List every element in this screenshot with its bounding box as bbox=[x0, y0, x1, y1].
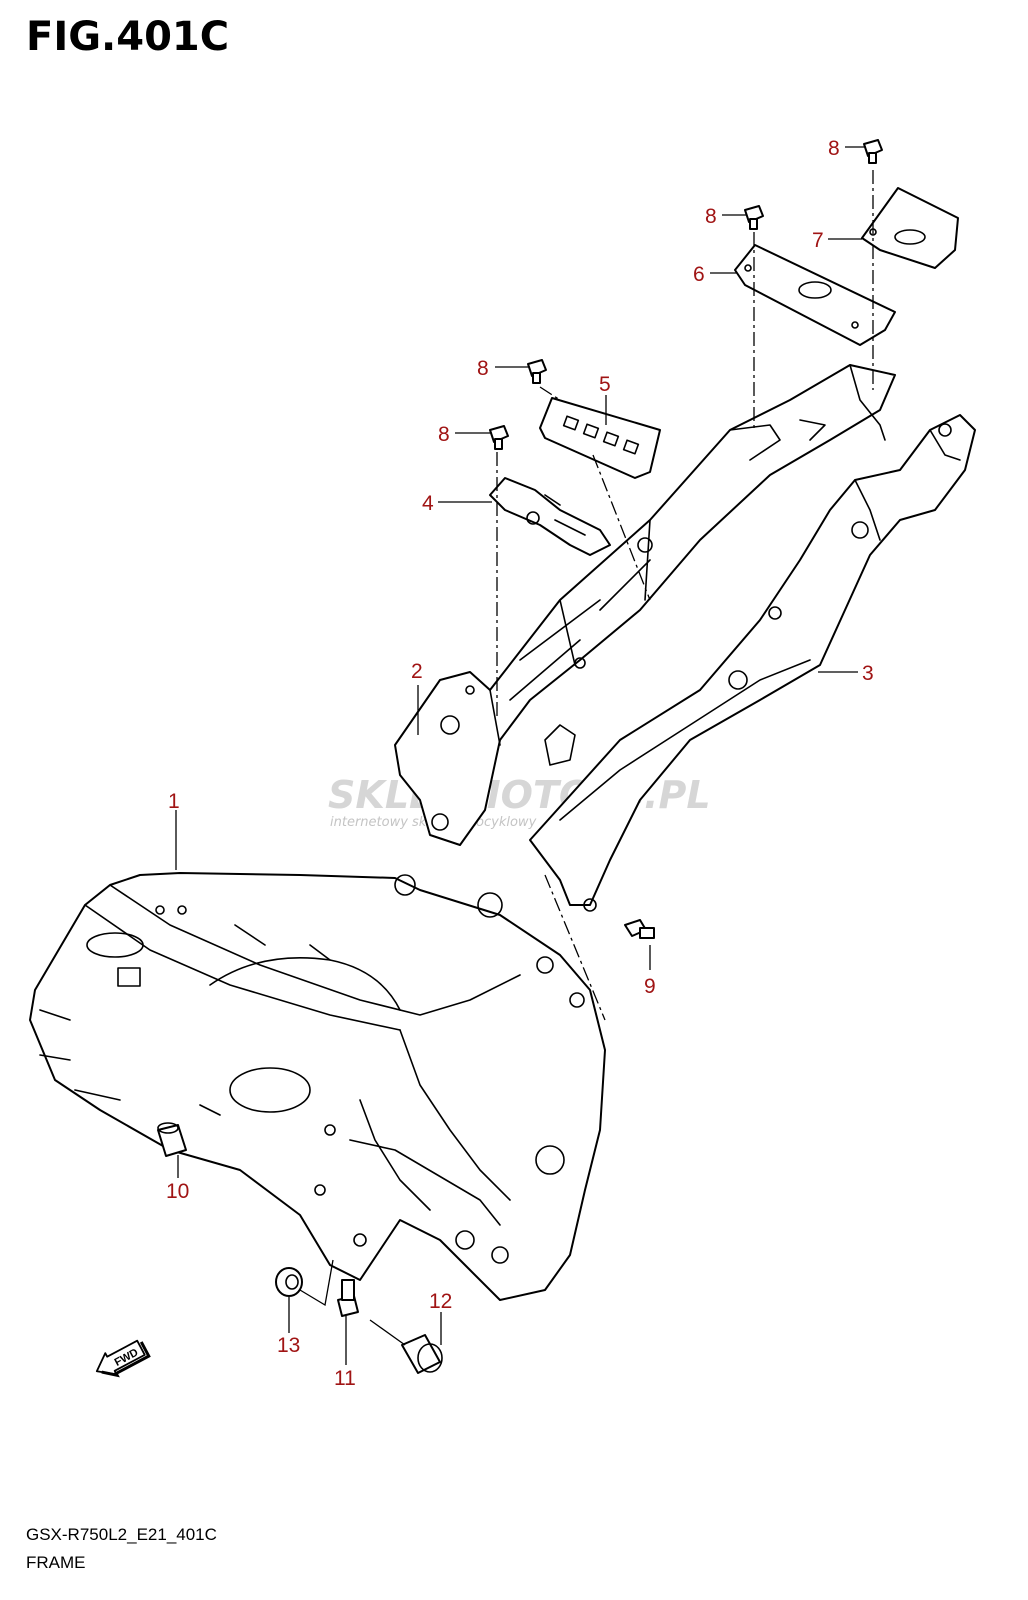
callout-10: 10 bbox=[166, 1180, 189, 1203]
part-13-cap bbox=[275, 1267, 303, 1297]
leader-lines bbox=[175, 146, 866, 1365]
fwd-label: FWD bbox=[113, 1347, 141, 1369]
footer-diagram-code: GSX-R750L2_E21_401C bbox=[26, 1525, 217, 1544]
part-4-bracket bbox=[489, 477, 611, 556]
callout-5: 5 bbox=[599, 373, 611, 396]
part-7-bracket bbox=[861, 187, 959, 269]
part-1-main-frame bbox=[29, 872, 606, 1301]
callout-12: 12 bbox=[429, 1290, 452, 1313]
bolt-9 bbox=[624, 919, 655, 939]
bolt-8-middle bbox=[527, 359, 547, 384]
part-10-collar bbox=[157, 1122, 187, 1157]
part-12-plug bbox=[401, 1334, 443, 1374]
callout-1: 1 bbox=[168, 790, 180, 813]
footer-diagram-name: FRAME bbox=[26, 1553, 86, 1572]
callout-9: 9 bbox=[644, 975, 656, 998]
callout-13: 13 bbox=[277, 1334, 300, 1357]
callout-4: 4 bbox=[422, 492, 434, 515]
callout-8-top-right: 8 bbox=[828, 137, 840, 160]
part-11-bolt bbox=[337, 1279, 359, 1317]
callout-2: 2 bbox=[411, 660, 423, 683]
callout-7: 7 bbox=[812, 229, 824, 252]
bolt-8-top-right bbox=[863, 139, 883, 164]
callouts: 1 2 3 4 5 6 7 8 8 8 8 9 10 11 12 13 bbox=[166, 137, 874, 1390]
callout-11: 11 bbox=[334, 1367, 356, 1390]
callout-3: 3 bbox=[862, 662, 874, 685]
figure-title: FIG.401C bbox=[26, 14, 230, 60]
bolt-8-upper bbox=[744, 205, 764, 230]
part-5-plate bbox=[539, 397, 661, 479]
part-6-bracket-plate bbox=[734, 244, 896, 346]
callout-8-lower: 8 bbox=[438, 423, 450, 446]
callout-6: 6 bbox=[693, 263, 705, 286]
fwd-arrow-icon: FWD bbox=[95, 1339, 151, 1378]
assembly-lines bbox=[496, 170, 874, 1021]
part-3-seat-rail-right bbox=[529, 414, 976, 912]
callout-8-upper: 8 bbox=[705, 205, 717, 228]
bolt-8-lower bbox=[489, 425, 509, 450]
part-2-seat-rail-left bbox=[394, 364, 896, 846]
callout-8-middle: 8 bbox=[477, 357, 489, 380]
